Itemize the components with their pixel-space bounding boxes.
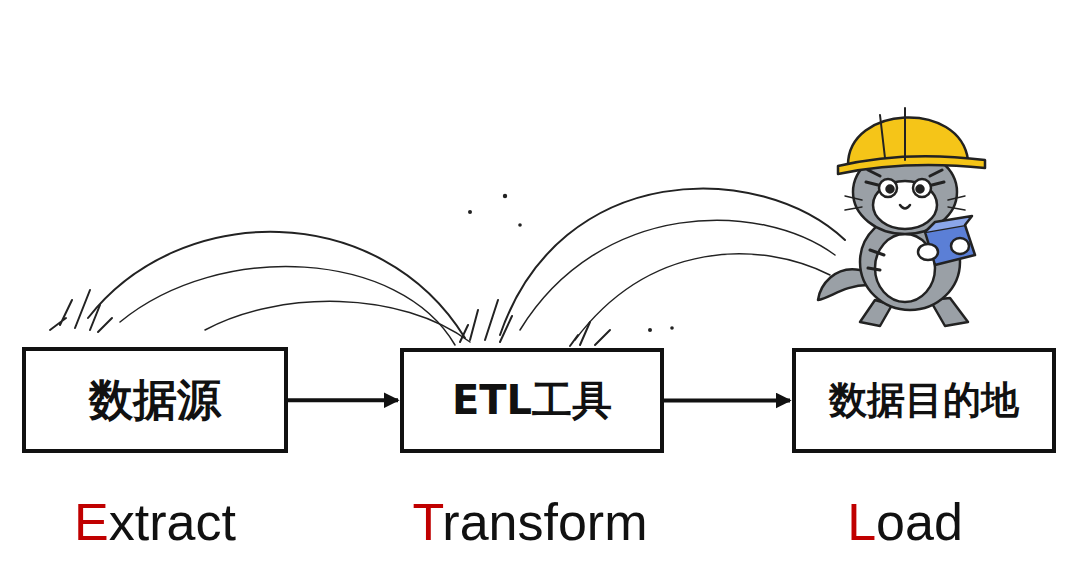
flow-arrow [288,398,398,402]
process-box: 数据目的地 [792,348,1056,453]
stage-label: Load [847,492,963,552]
process-box: ETL工具 [400,348,664,453]
stage-label: Transform [413,492,648,552]
flow-arrow [664,399,790,403]
process-box: 数据源 [22,347,288,453]
stage-label: Extract [74,492,236,552]
box-label: ETL工具 [452,373,612,428]
box-label: 数据源 [89,371,221,430]
box-label: 数据目的地 [829,375,1019,426]
